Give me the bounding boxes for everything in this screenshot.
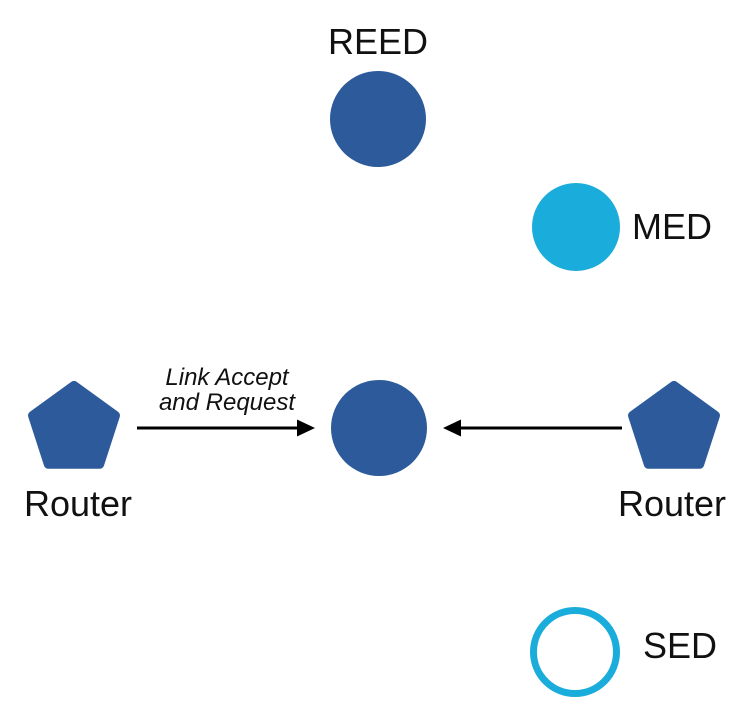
left-arrowhead-icon <box>297 419 315 437</box>
left-arrow-label-line2: and Request <box>159 389 296 416</box>
router-right-pentagon-icon <box>628 381 720 469</box>
sed-node-ring-icon <box>530 607 620 697</box>
med-node-circle-icon <box>532 183 620 271</box>
router-left-pentagon-icon <box>28 381 120 469</box>
router-right-pentagon-shape <box>628 381 720 469</box>
router-left-label: Router <box>24 483 132 524</box>
sed-label: SED <box>643 625 717 666</box>
center-node-circle-icon <box>331 380 427 476</box>
reed-label: REED <box>328 21 428 62</box>
left-arrow-label-line1: Link Accept <box>165 364 290 391</box>
router-right-label: Router <box>618 483 726 524</box>
med-label: MED <box>632 206 712 247</box>
right-arrowhead-icon <box>443 419 461 437</box>
router-left-pentagon-shape <box>28 381 120 469</box>
reed-node-circle-icon <box>330 71 426 167</box>
